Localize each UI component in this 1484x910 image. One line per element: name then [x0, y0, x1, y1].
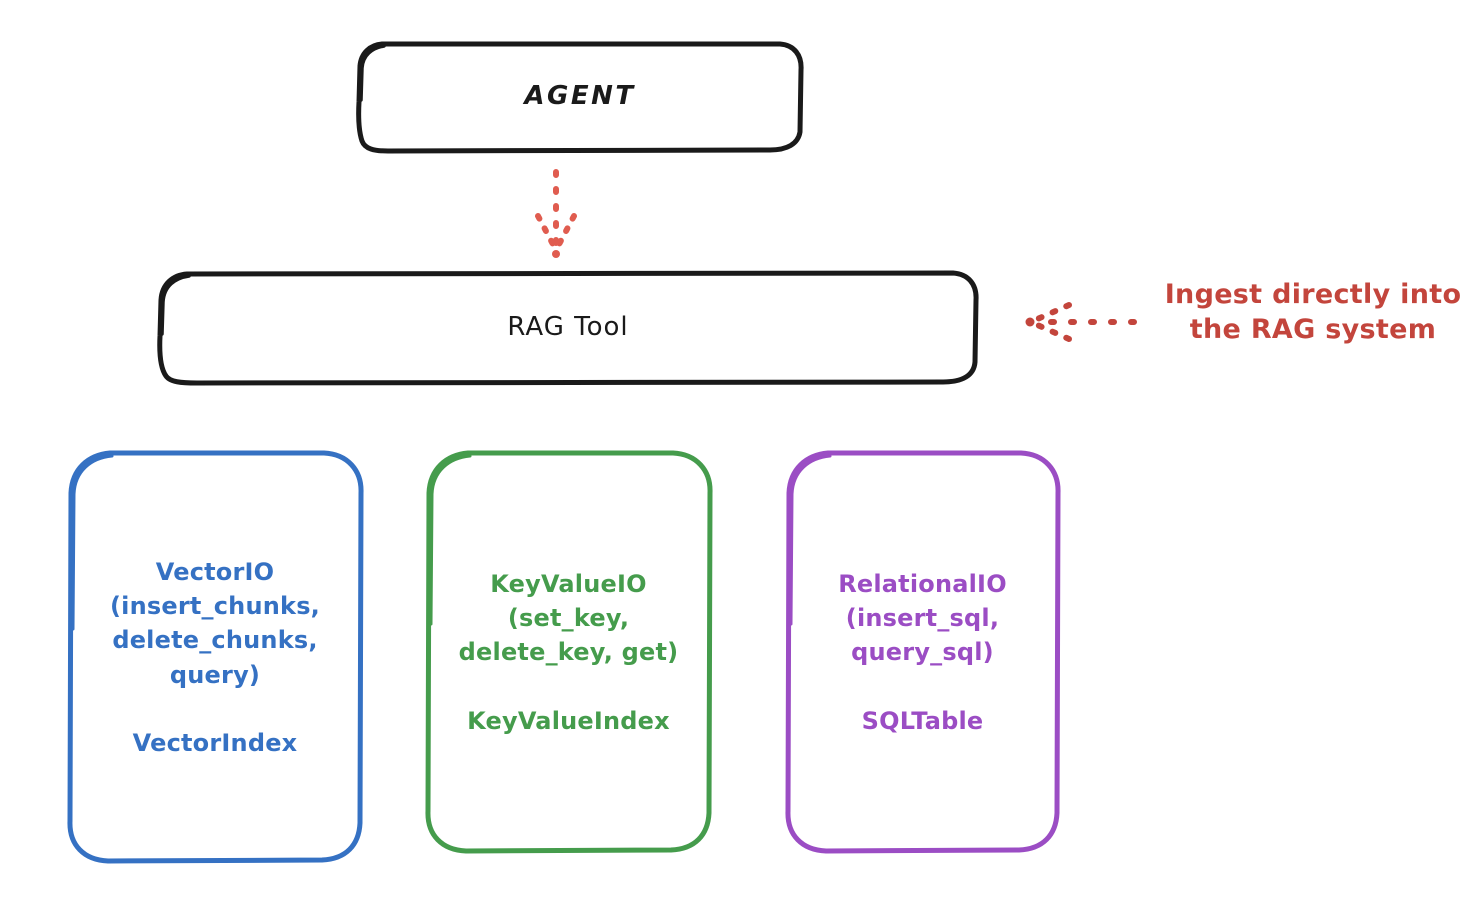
rag-tool-label: RAG Tool	[507, 312, 629, 343]
agent-to-rag-arrow	[535, 169, 577, 258]
rag-tool-node[interactable]: RAG Tool	[157, 270, 979, 386]
ingest-to-rag-arrow	[1025, 302, 1137, 342]
relational-io-node[interactable]: RelationalIO (insert_sql, query_sql) SQL…	[784, 449, 1061, 856]
vector-io-node[interactable]: VectorIO (insert_chunks, delete_chunks, …	[66, 449, 364, 866]
key-value-io-node[interactable]: KeyValueIO (set_key, delete_key, get) Ke…	[424, 449, 713, 856]
ingest-annotation-label: Ingest directly into the RAG system	[1164, 279, 1462, 345]
vector-io-label: VectorIO (insert_chunks, delete_chunks, …	[110, 558, 320, 757]
key-value-io-label: KeyValueIO (set_key, delete_key, get) Ke…	[458, 570, 679, 735]
relational-io-label: RelationalIO (insert_sql, query_sql) SQL…	[838, 570, 1007, 735]
agent-node[interactable]: AGENT	[356, 40, 804, 154]
agent-label: AGENT	[524, 81, 636, 112]
